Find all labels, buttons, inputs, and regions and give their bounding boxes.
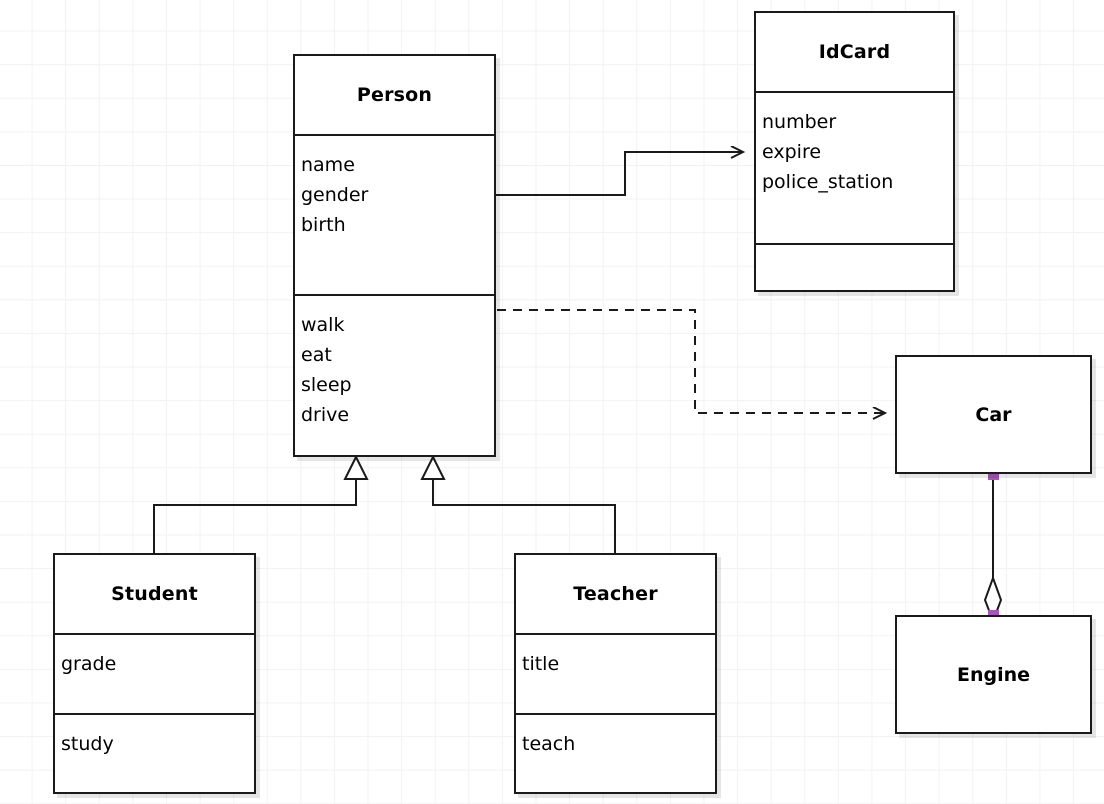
class-name-car: Car [975, 403, 1012, 426]
attributes-teacher: title [516, 633, 715, 713]
methods-teacher: teach [516, 713, 715, 794]
edge-car-engine[interactable] [983, 469, 1003, 624]
attributes-person: name gender birth [295, 134, 494, 294]
class-node-engine[interactable]: Engine [895, 615, 1092, 734]
method-item: walk [301, 314, 345, 336]
attribute-item: number [762, 111, 837, 133]
edge-teacher-person[interactable] [420, 454, 616, 553]
methods-person: walk eat sleep drive [295, 294, 494, 455]
class-node-car[interactable]: Car [895, 355, 1092, 474]
attributes-student: grade [55, 633, 254, 713]
edge-student-person[interactable] [153, 454, 369, 553]
class-name-engine: Engine [956, 663, 1031, 686]
class-name-person: Person [356, 84, 433, 106]
attribute-item: police_station [762, 171, 894, 193]
attribute-item: title [522, 653, 560, 675]
attribute-item: gender [301, 184, 369, 206]
class-name-teacher: Teacher [573, 583, 658, 605]
class-node-person[interactable]: Person name gender birth walk eat sleep … [293, 54, 496, 457]
class-name-idcard: IdCard [818, 41, 891, 63]
methods-student: study [55, 713, 254, 794]
method-item: eat [301, 344, 332, 366]
class-node-student[interactable]: Student grade study [53, 553, 256, 794]
methods-idcard [756, 243, 953, 290]
method-item: drive [301, 404, 350, 426]
attribute-item: grade [61, 653, 117, 675]
attributes-idcard: number expire police_station [756, 91, 953, 243]
method-item: sleep [301, 374, 352, 396]
method-item: teach [522, 733, 576, 755]
edge-person-car[interactable] [497, 309, 885, 413]
class-node-idcard[interactable]: IdCard number expire police_station [754, 11, 955, 292]
class-node-teacher[interactable]: Teacher title teach [514, 553, 717, 794]
attribute-item: name [301, 154, 355, 176]
attribute-item: birth [301, 214, 346, 236]
method-item: study [61, 733, 114, 755]
class-name-student: Student [111, 583, 198, 605]
edge-person-idcard[interactable] [495, 152, 743, 196]
attribute-item: expire [762, 141, 822, 163]
